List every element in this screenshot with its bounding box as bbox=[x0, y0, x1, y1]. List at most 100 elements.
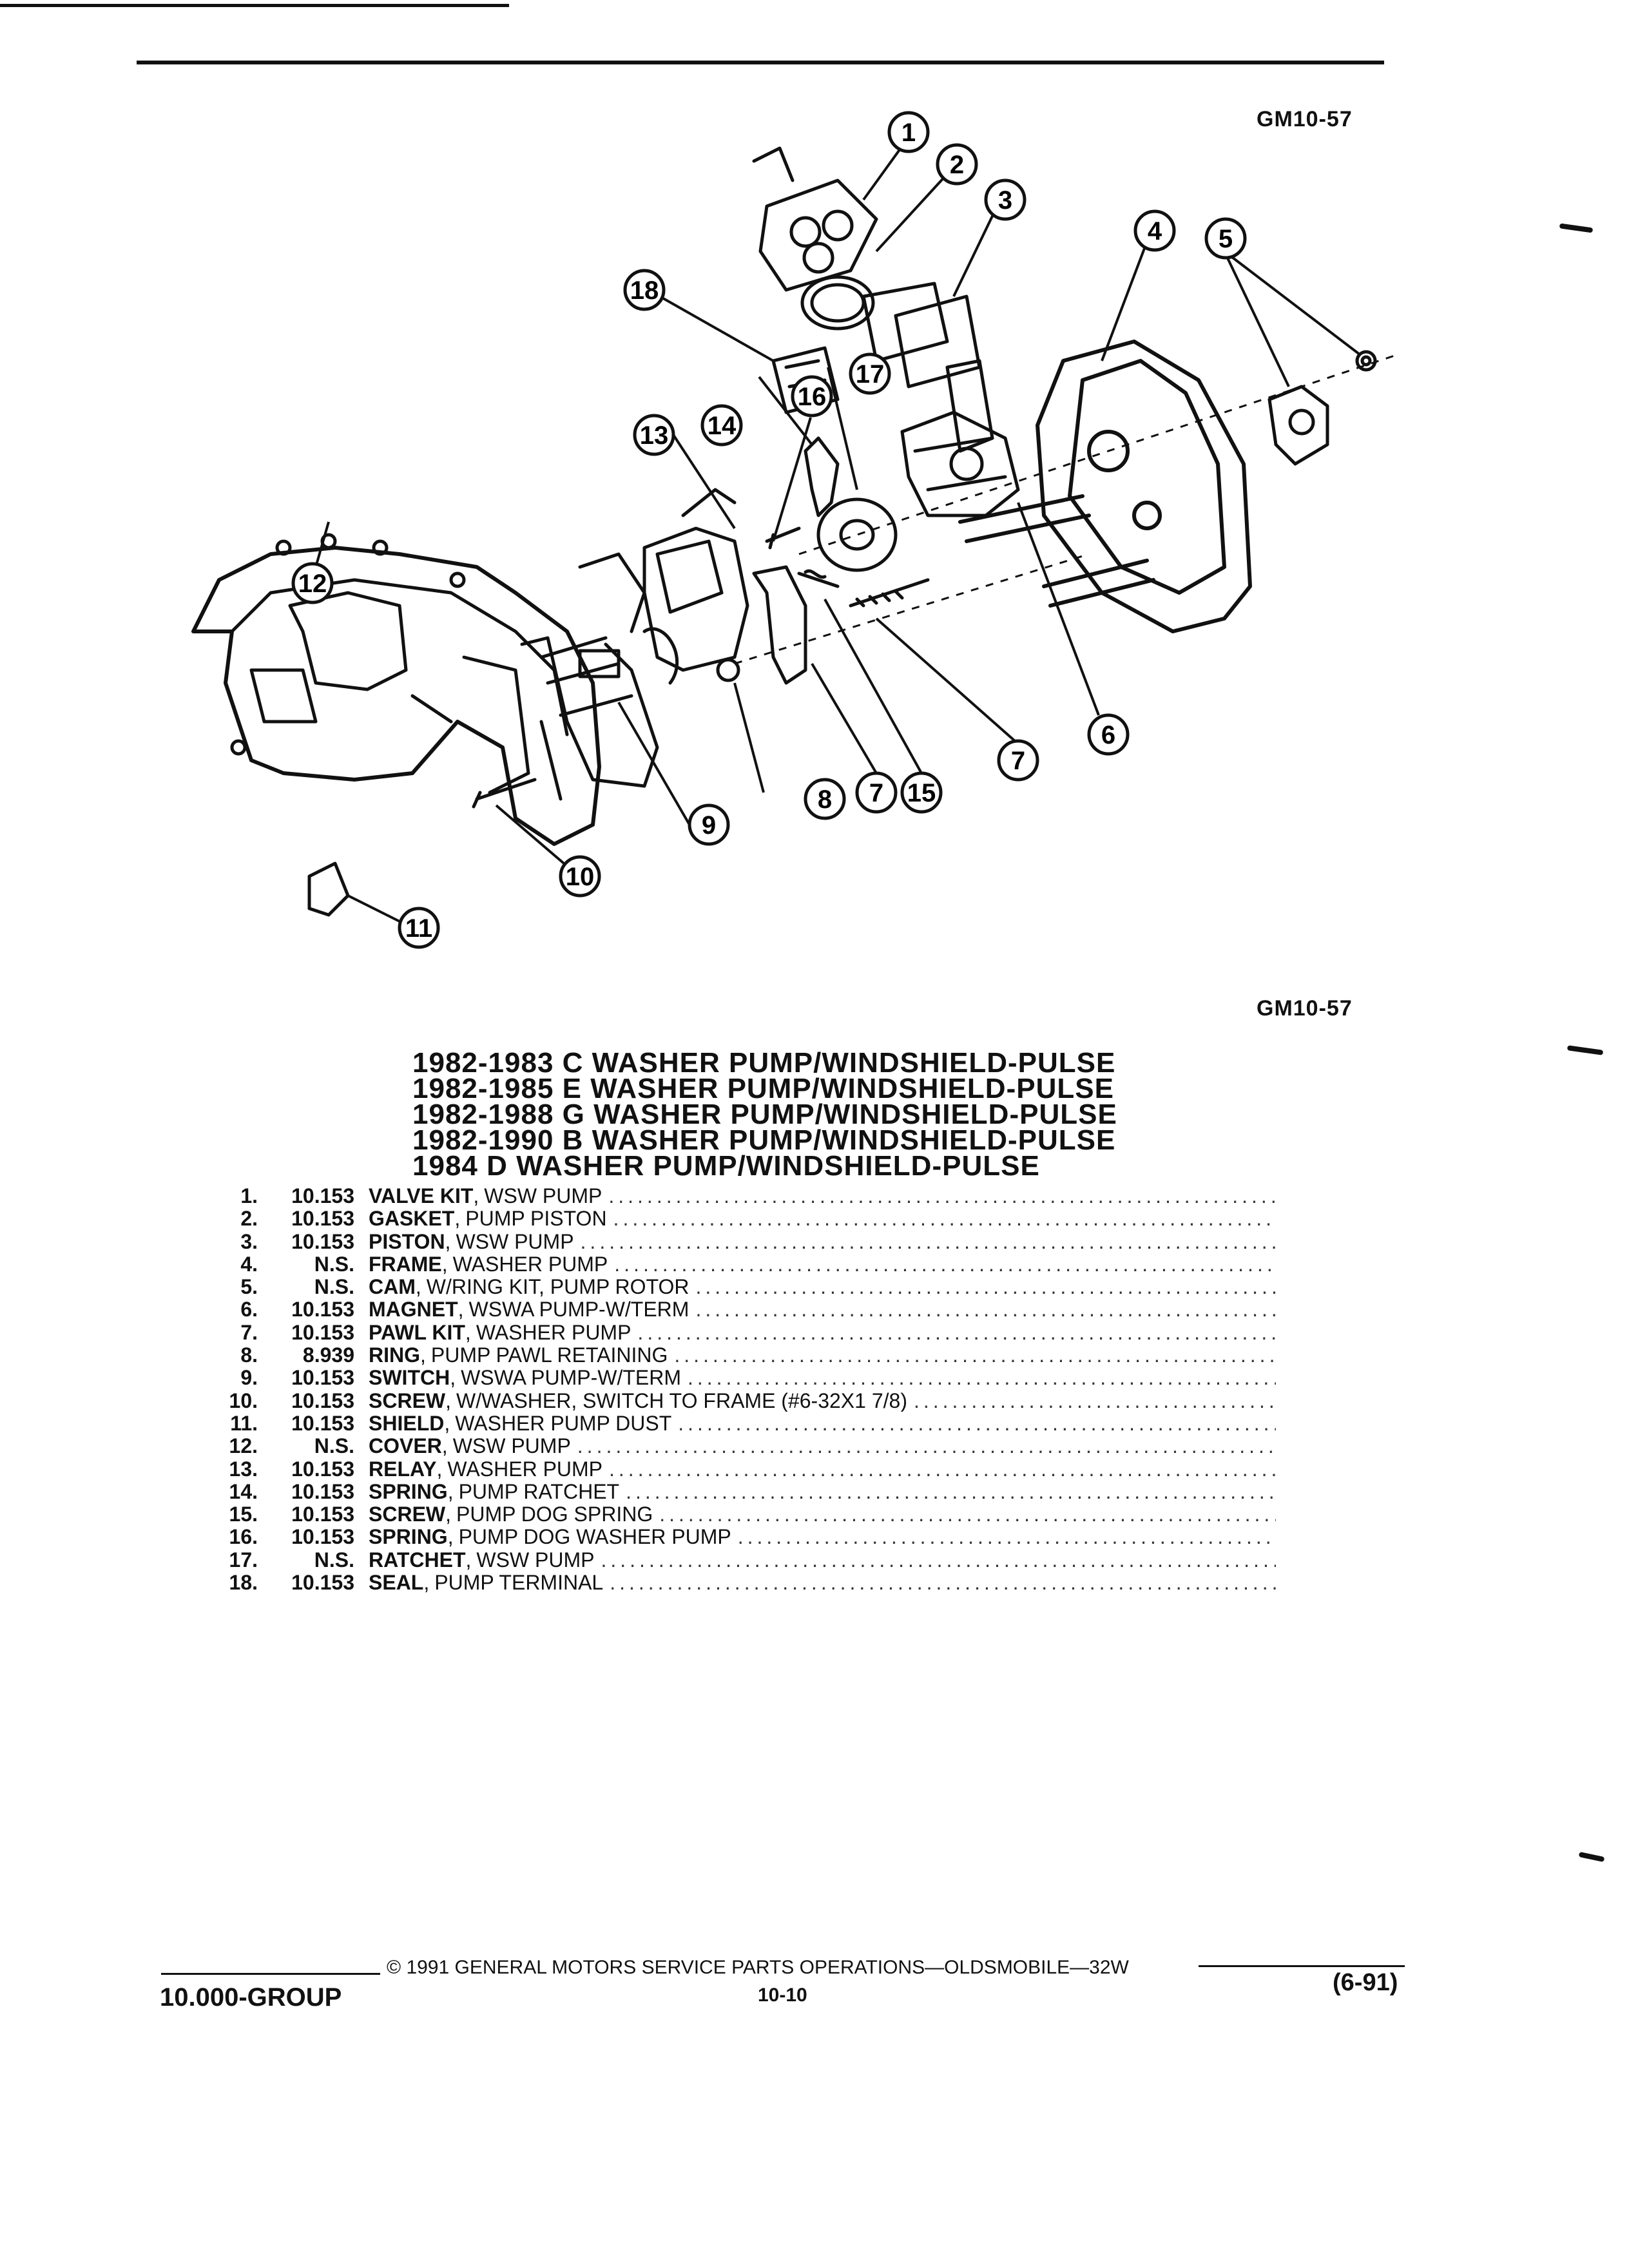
part-separator: , bbox=[436, 1457, 443, 1480]
part-separator: , bbox=[465, 1548, 472, 1571]
part-group-code: 8.939 bbox=[302, 1343, 354, 1367]
part-number: 8. bbox=[240, 1343, 258, 1367]
assembly-axis-line bbox=[798, 353, 1399, 555]
part-valve-kit-shape bbox=[752, 146, 878, 292]
part-separator: , bbox=[454, 1207, 461, 1230]
part-switch-shape bbox=[520, 552, 679, 788]
callout-10: 10 bbox=[566, 863, 595, 891]
part-group-code: 10.153 bbox=[291, 1366, 354, 1389]
callout-1: 1 bbox=[901, 119, 916, 147]
dot-leader: ........................................… bbox=[913, 1389, 1276, 1412]
header-rule bbox=[137, 61, 1384, 64]
part-number: 14. bbox=[229, 1479, 258, 1503]
dot-leader: ........................................… bbox=[614, 1252, 1276, 1276]
part-name: FRAME bbox=[369, 1252, 442, 1276]
dot-leader: ........................................… bbox=[613, 1207, 1276, 1230]
part-number: 4. bbox=[240, 1252, 258, 1276]
part-name: PAWL KIT bbox=[369, 1320, 465, 1344]
part-description: WSW PUMP bbox=[456, 1229, 574, 1253]
part-description: PUMP DOG WASHER PUMP bbox=[458, 1525, 731, 1548]
callout-7-center: 7 bbox=[869, 779, 883, 807]
callout-2: 2 bbox=[950, 151, 964, 179]
part-separator: , bbox=[444, 1411, 450, 1435]
footer-copyright: © 1991 GENERAL MOTORS SERVICE PARTS OPER… bbox=[387, 1957, 1129, 1978]
part-description: WASHER PUMP bbox=[447, 1457, 603, 1480]
part-separator: , bbox=[441, 1252, 448, 1276]
part-description: PUMP DOG SPRING bbox=[456, 1503, 653, 1526]
part-group-code: 10.153 bbox=[291, 1207, 354, 1230]
title-line: 1982-1988 G WASHER PUMP/WINDSHIELD-PULSE bbox=[412, 1099, 1117, 1130]
dot-leader: ........................................… bbox=[608, 1184, 1276, 1207]
title-line: 1982-1983 C WASHER PUMP/WINDSHIELD-PULSE bbox=[412, 1047, 1116, 1079]
callout-16: 16 bbox=[798, 383, 827, 411]
part-name: MAGNET bbox=[369, 1298, 458, 1321]
part-shield-shape bbox=[307, 861, 350, 917]
callout-8: 8 bbox=[818, 785, 832, 814]
part-piston-shape bbox=[862, 282, 994, 453]
callout-4: 4 bbox=[1148, 217, 1162, 245]
part-separator: , bbox=[445, 1389, 451, 1412]
part-number: 7. bbox=[240, 1320, 258, 1344]
part-number: 18. bbox=[229, 1571, 258, 1594]
part-group-code: 10.153 bbox=[291, 1457, 354, 1480]
part-description: WSWA PUMP-W/TERM bbox=[461, 1366, 681, 1389]
part-description: W/WASHER, SWITCH TO FRAME (#6-32X1 7/8) bbox=[456, 1389, 907, 1412]
part-row: 4.N.S.FRAME ,WASHER PUMP................… bbox=[219, 1253, 1276, 1275]
figure-ref-bottom: GM10-57 bbox=[1257, 996, 1353, 1021]
part-name: SEAL bbox=[369, 1571, 424, 1594]
scan-edge-rule bbox=[0, 4, 509, 7]
part-name: VALVE KIT bbox=[369, 1184, 474, 1207]
part-description: PUMP RATCHET bbox=[458, 1479, 620, 1503]
title-line: 1984 D WASHER PUMP/WINDSHIELD-PULSE bbox=[412, 1150, 1040, 1182]
part-group-code: 10.153 bbox=[291, 1479, 354, 1503]
part-description: W/RING KIT, PUMP ROTOR bbox=[426, 1275, 689, 1298]
part-spring-ratchet-shape bbox=[797, 569, 840, 588]
callout-17: 17 bbox=[856, 360, 885, 389]
part-screw-dog-shape bbox=[765, 526, 801, 550]
part-number: 2. bbox=[240, 1207, 258, 1230]
part-name: SHIELD bbox=[369, 1411, 445, 1435]
part-name: SWITCH bbox=[369, 1366, 450, 1389]
part-number: 13. bbox=[229, 1457, 258, 1480]
part-row: 1. 10.153 VALVE KIT ,WSW PUMP.............… bbox=[219, 1184, 1276, 1207]
part-separator: , bbox=[458, 1298, 464, 1321]
part-number: 10. bbox=[229, 1389, 258, 1412]
part-name: SCREW bbox=[369, 1503, 446, 1526]
dot-leader: ........................................… bbox=[577, 1434, 1276, 1457]
part-description: WSW PUMP bbox=[484, 1184, 602, 1207]
part-screw-shape bbox=[472, 778, 537, 809]
part-description: WSW PUMP bbox=[452, 1434, 571, 1457]
part-number: 6. bbox=[240, 1298, 258, 1321]
part-separator: , bbox=[465, 1320, 471, 1344]
part-separator: , bbox=[473, 1184, 479, 1207]
dot-leader: ........................................… bbox=[610, 1571, 1276, 1594]
part-separator: , bbox=[447, 1525, 454, 1548]
part-description: WASHER PUMP bbox=[452, 1252, 608, 1276]
dot-leader: ........................................… bbox=[695, 1275, 1277, 1298]
part-group-code: 10.153 bbox=[291, 1411, 354, 1435]
part-separator: , bbox=[420, 1343, 426, 1367]
part-description: WASHER PUMP DUST bbox=[455, 1411, 672, 1435]
part-number: 1. bbox=[240, 1184, 258, 1207]
footer-rule-right bbox=[1199, 1965, 1405, 1967]
part-number: 12. bbox=[229, 1434, 258, 1457]
part-description: PUMP TERMINAL bbox=[434, 1571, 604, 1594]
title-line: 1982-1990 B WASHER PUMP/WINDSHIELD-PULSE bbox=[412, 1124, 1116, 1156]
part-name: RING bbox=[369, 1343, 420, 1367]
dot-leader: ........................................… bbox=[580, 1229, 1276, 1253]
part-group-code: 10.153 bbox=[291, 1298, 354, 1321]
callout-15: 14 bbox=[708, 412, 737, 440]
callout-9: 9 bbox=[702, 811, 716, 840]
part-group-code: 10.153 bbox=[291, 1184, 354, 1207]
part-number: 17. bbox=[229, 1548, 258, 1571]
part-separator: , bbox=[445, 1503, 451, 1526]
callout-6: 6 bbox=[1101, 721, 1115, 749]
part-group-code: 10.153 bbox=[291, 1389, 354, 1412]
part-group-code: 10.153 bbox=[291, 1525, 354, 1548]
dot-leader: ........................................… bbox=[659, 1503, 1276, 1526]
